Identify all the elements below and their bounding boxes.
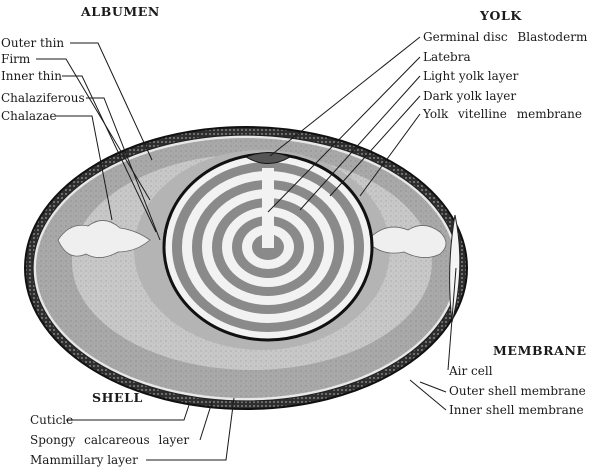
leader-inner-thin <box>62 75 157 233</box>
label-firm: Firm <box>1 52 31 66</box>
heading-yolk: YOLK <box>480 8 522 23</box>
label-dark-yolk: Dark yolk layer <box>423 89 517 103</box>
leader-outer-thin <box>70 42 153 161</box>
leader-outer-shell-membrane <box>419 381 447 393</box>
membrane-leader-lines <box>409 267 457 411</box>
leader-firm <box>36 58 151 201</box>
leader-chalazae <box>56 115 113 221</box>
label-outer-thin: Outer thin <box>1 36 65 50</box>
latebra <box>262 168 274 248</box>
leader-chalaziferous <box>86 97 161 241</box>
leader-spongy <box>199 401 213 441</box>
leader-germinal-disc <box>269 36 421 157</box>
leader-latebra <box>267 56 421 213</box>
label-latebra: Latebra <box>423 50 471 64</box>
label-inner-shell-membrane: Inner shell membrane <box>449 403 584 417</box>
label-air-cell: Air cell <box>449 364 493 378</box>
leader-dark-yolk <box>329 95 421 197</box>
label-germinal-disc: Germinal disc <box>423 30 508 44</box>
label-spongy: Spongy calcareous layer <box>30 433 190 447</box>
chalaza-right <box>371 225 447 258</box>
label-outer-shell-membrane: Outer shell membrane <box>449 384 586 398</box>
germinal-disc <box>244 152 292 164</box>
label-blastoderm: Blastoderm <box>517 30 588 44</box>
heading-membrane: MEMBRANE <box>493 343 587 358</box>
chalaza-left <box>57 220 151 258</box>
shell-leader-lines <box>66 397 235 461</box>
label-vitelline: Yolk vitelline membrane <box>423 107 582 121</box>
label-chalazae: Chalazae <box>1 109 57 123</box>
label-chalaziferous: Chalaziferous <box>1 91 85 105</box>
label-inner-thin: Inner thin <box>1 69 62 83</box>
label-mammillary: Mammillary layer <box>30 453 138 467</box>
heading-shell: SHELL <box>92 390 143 405</box>
leader-cuticle <box>66 401 191 421</box>
heading-albumen: ALBUMEN <box>81 4 160 19</box>
label-light-yolk: Light yolk layer <box>423 69 519 83</box>
albumen-leader-lines <box>36 42 161 241</box>
yolk-leader-lines <box>267 36 421 213</box>
leader-air-cell <box>447 267 457 371</box>
label-cuticle: Cuticle <box>30 413 74 427</box>
label-germinal-disc-row: Germinal disc Blastoderm <box>423 30 587 44</box>
leader-inner-shell-membrane <box>409 379 447 411</box>
leader-light-yolk <box>299 75 421 211</box>
yolk <box>162 152 374 342</box>
leader-vitelline <box>359 113 421 197</box>
leader-mammillary <box>146 397 235 461</box>
